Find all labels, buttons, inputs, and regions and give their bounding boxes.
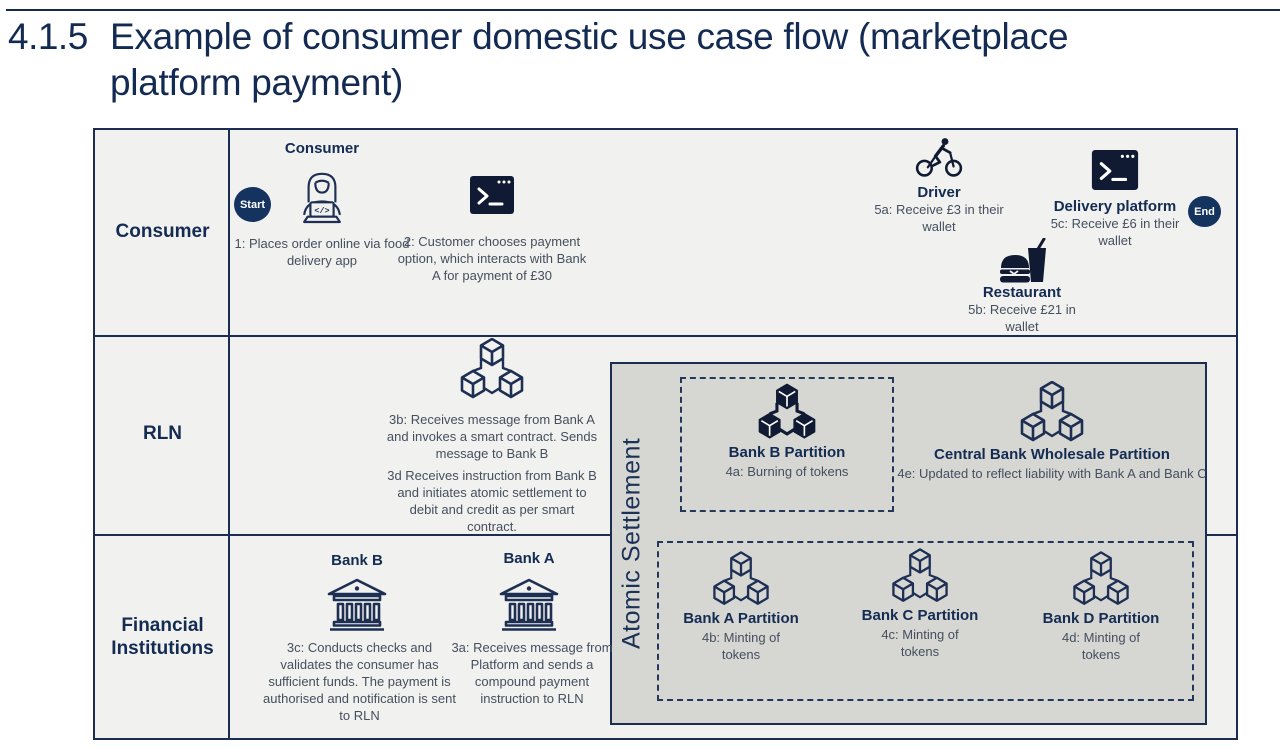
driver-desc: 5a: Receive £3 in their wallet (874, 202, 1004, 234)
bank-b-desc: 3c: Conducts checks and validates the co… (263, 640, 456, 723)
bank-b-partition-dashed-box: Bank B Partition 4a: Burning of tokens (680, 377, 894, 512)
consumer-actor-title: Consumer (284, 140, 360, 157)
step2-text: 2: Customer chooses payment option, whic… (397, 234, 587, 283)
end-badge: End (1188, 196, 1221, 227)
bank-b-partition-desc: 4a: Burning of tokens (725, 464, 849, 479)
atomic-settlement-box: Atomic Settlement Bank B Partition 4a: B… (610, 362, 1207, 725)
bank-b-partition-group: Bank B Partition 4a: Burning of tokens (682, 383, 892, 481)
central-partition-group: Central Bank Wholesale Partition 4e: Upd… (892, 381, 1212, 483)
lane-label-consumer: Consumer (115, 221, 210, 243)
restaurant-name: Restaurant (982, 284, 1062, 301)
consumer-person-icon (297, 166, 347, 228)
restaurant-desc: 5b: Receive £21 in wallet (968, 302, 1076, 334)
delivery-platform-terminal-icon (1090, 149, 1140, 191)
bank-a-partition-name: Bank A Partition (683, 610, 799, 627)
bank-a-partition-group: Bank A Partition 4b: Minting of tokens (666, 551, 816, 664)
delivery-platform-desc: 5c: Receive £6 in their wallet (1050, 216, 1180, 248)
minting-dashed-box: Bank A Partition 4b: Minting of tokens B… (657, 541, 1194, 701)
step3b-text: 3b: Receives message from Bank A and inv… (386, 412, 598, 461)
bank-a-building-icon (497, 577, 561, 632)
bank-c-partition-name: Bank C Partition (861, 607, 979, 624)
blocks-outline-icon (1017, 381, 1087, 443)
atomic-settlement-label: Atomic Settlement (617, 437, 646, 650)
blocks-outline-icon (710, 551, 772, 607)
delivery-platform-name: Delivery platform (1053, 198, 1177, 215)
driver-cyclist-icon (915, 135, 963, 179)
driver-name: Driver (917, 184, 961, 201)
bank-b-partition-name: Bank B Partition (728, 444, 846, 461)
lane-divider-1 (95, 335, 1236, 337)
step1-text: 1: Places order online via food delivery… (234, 236, 410, 268)
rln-blocks-icon (457, 338, 527, 400)
lane-label-column (95, 130, 230, 738)
bank-c-partition-desc: 4c: Minting of tokens (881, 627, 959, 659)
start-badge: Start (234, 187, 271, 222)
lane-label-rln: RLN (142, 423, 183, 445)
section-title-line2: platform payment) (110, 62, 404, 103)
bank-d-partition-group: Bank D Partition 4d: Minting of tokens (1026, 551, 1176, 664)
section-title-line1: Example of consumer domestic use case fl… (110, 16, 1069, 57)
section-number: 4.1.5 (8, 16, 88, 57)
swimlane-diagram: Consumer RLN Financial Institutions Cons… (93, 128, 1238, 740)
central-partition-desc: 4e: Updated to reflect liability with Ba… (897, 466, 1207, 481)
bank-a-partition-desc: 4b: Minting of tokens (701, 630, 781, 662)
bank-b-name: Bank B (331, 552, 383, 569)
blocks-outline-icon (889, 548, 951, 604)
blocks-outline-icon (1070, 551, 1132, 607)
restaurant-food-icon (998, 238, 1048, 284)
blocks-filled-icon (755, 383, 819, 441)
step3d-text: 3d Receives instruction from Bank B and … (387, 468, 597, 534)
payment-terminal-icon (469, 175, 515, 215)
bank-d-partition-desc: 4d: Minting of tokens (1061, 630, 1141, 662)
bank-b-building-icon (325, 577, 389, 632)
top-divider (6, 9, 1280, 11)
lane-label-financial: Financial Institutions (111, 615, 214, 659)
bank-d-partition-name: Bank D Partition (1042, 610, 1160, 627)
central-partition-name: Central Bank Wholesale Partition (934, 446, 1170, 463)
bank-c-partition-group: Bank C Partition 4c: Minting of tokens (845, 548, 995, 661)
bank-a-name: Bank A (503, 550, 555, 567)
bank-a-desc: 3a: Receives message from Platform and s… (451, 640, 613, 706)
